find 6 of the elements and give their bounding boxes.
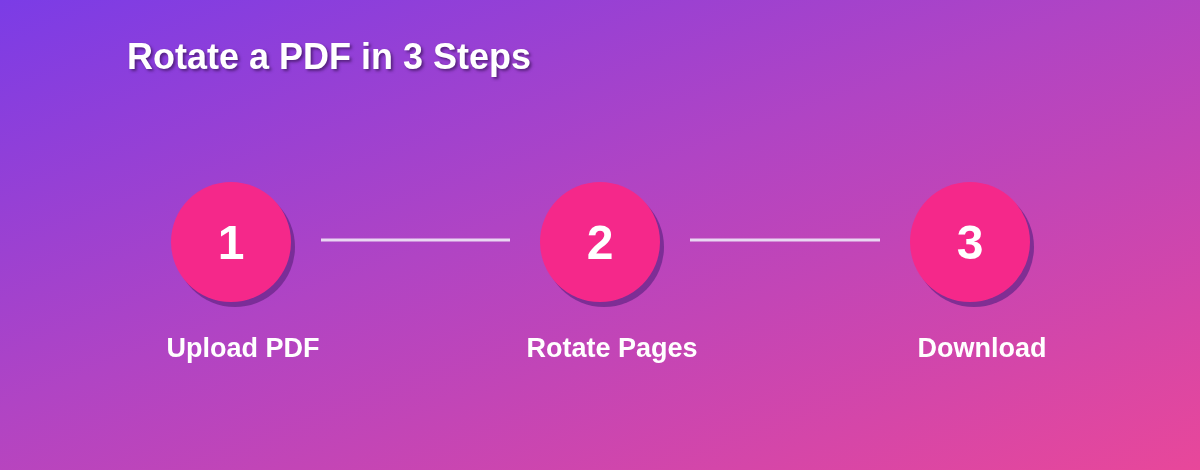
title: Rotate a PDF in 3 Steps <box>127 36 532 78</box>
step-label: Rotate Pages <box>525 333 699 364</box>
connector-line <box>321 238 510 242</box>
connector-line <box>690 238 880 242</box>
step-label: Upload PDF <box>165 333 321 364</box>
step-label: Download <box>916 333 1048 364</box>
